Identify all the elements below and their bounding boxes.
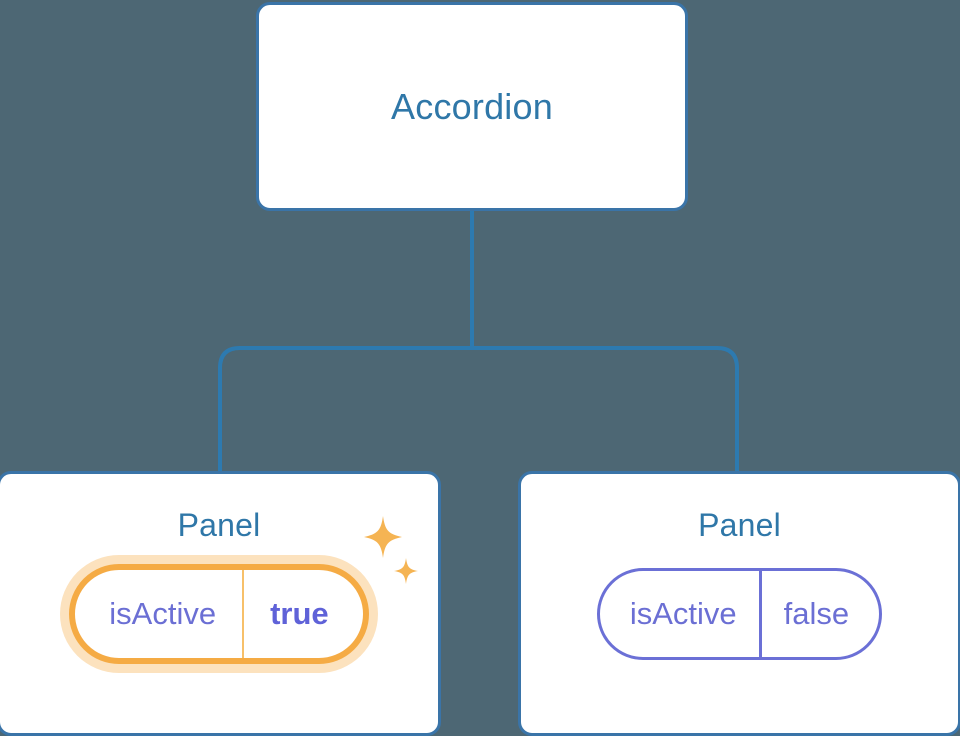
prop-pill-wrap-right: isActive false xyxy=(596,568,883,660)
sparkle-large-shape xyxy=(363,516,402,558)
node-panel-left[interactable]: Panel isActive true xyxy=(0,471,441,736)
prop-key-left: isActive xyxy=(109,596,217,631)
prop-pill-isactive-true[interactable]: isActive true xyxy=(69,564,369,664)
prop-value-right: false xyxy=(758,571,879,657)
node-title-panel-right: Panel xyxy=(698,507,781,543)
node-accordion[interactable]: Accordion xyxy=(256,2,688,211)
connector-child-bus xyxy=(218,346,739,472)
node-title-accordion: Accordion xyxy=(391,85,553,127)
prop-value-left: true xyxy=(242,570,363,658)
node-panel-right[interactable]: Panel isActive false xyxy=(518,471,960,736)
prop-pill-isactive-false[interactable]: isActive false xyxy=(596,568,883,660)
sparkle-icon xyxy=(363,516,418,584)
node-title-panel-left: Panel xyxy=(177,507,261,543)
prop-key-right: isActive xyxy=(629,596,737,631)
prop-pill-wrap-left: isActive true xyxy=(69,516,418,664)
sparkle-small-shape xyxy=(393,558,418,584)
